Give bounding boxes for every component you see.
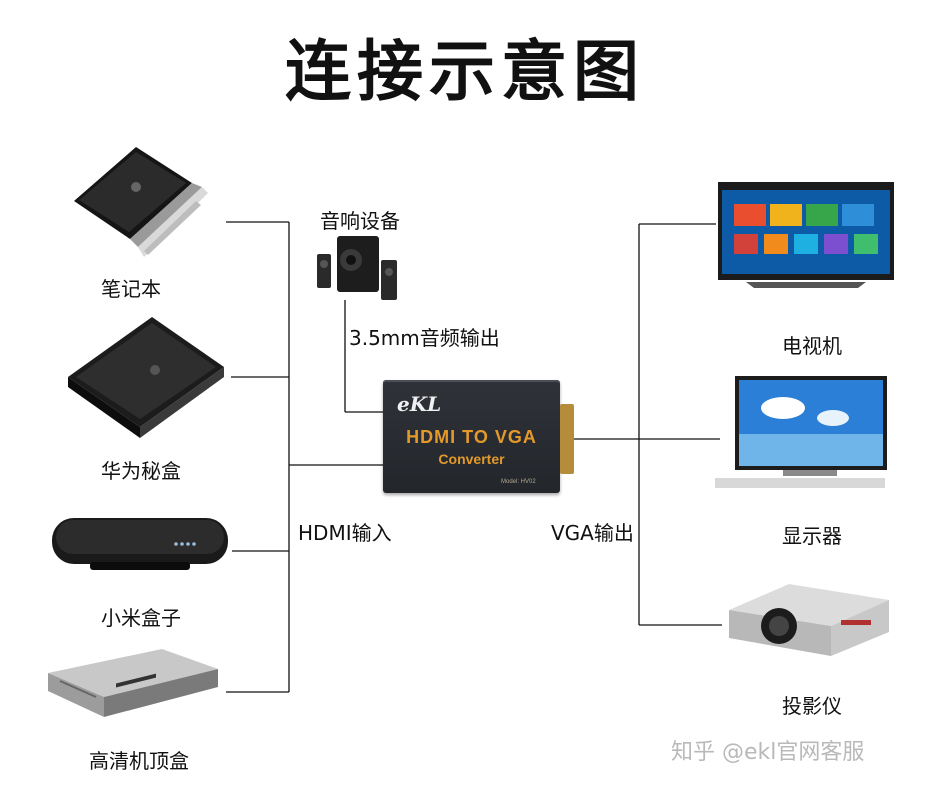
tv-icon (718, 182, 894, 292)
converter-brand-logo: eKL (397, 392, 442, 416)
converter-device: eKL HDMI TO VGA Converter Model: HV02 (383, 380, 560, 493)
output-label-projector: 投影仪 (782, 694, 842, 718)
converter-model: Model: HV02 (501, 479, 536, 485)
projector-icon (725, 580, 893, 660)
audio-device-label: 音响设备 (320, 209, 400, 233)
source-label-stb: 高清机顶盒 (89, 749, 189, 773)
huawei-box-icon (66, 315, 228, 439)
hdmi-input-label: HDMI输入 (298, 521, 392, 545)
output-label-tv: 电视机 (782, 334, 842, 358)
vga-output-label: VGA输出 (551, 521, 634, 545)
output-label-monitor: 显示器 (782, 524, 842, 548)
watermark: 知乎 @ekl官网客服 (671, 740, 865, 765)
set-top-box-icon (46, 645, 222, 725)
source-label-xiaomi: 小米盒子 (101, 606, 181, 630)
source-label-huawei: 华为秘盒 (101, 459, 181, 483)
audio-port-label: 3.5mm音频输出 (349, 326, 500, 350)
vga-port-icon (560, 404, 574, 474)
diagram-title: 连接示意图 (285, 33, 645, 110)
converter-line2: Converter (438, 451, 505, 467)
monitor-icon (713, 374, 891, 490)
xiaomi-box-icon (50, 510, 230, 576)
laptop-icon (70, 143, 210, 261)
converter-line1: HDMI TO VGA (406, 427, 537, 447)
source-label-laptop: 笔记本 (101, 277, 161, 301)
speaker-icon (315, 232, 405, 304)
